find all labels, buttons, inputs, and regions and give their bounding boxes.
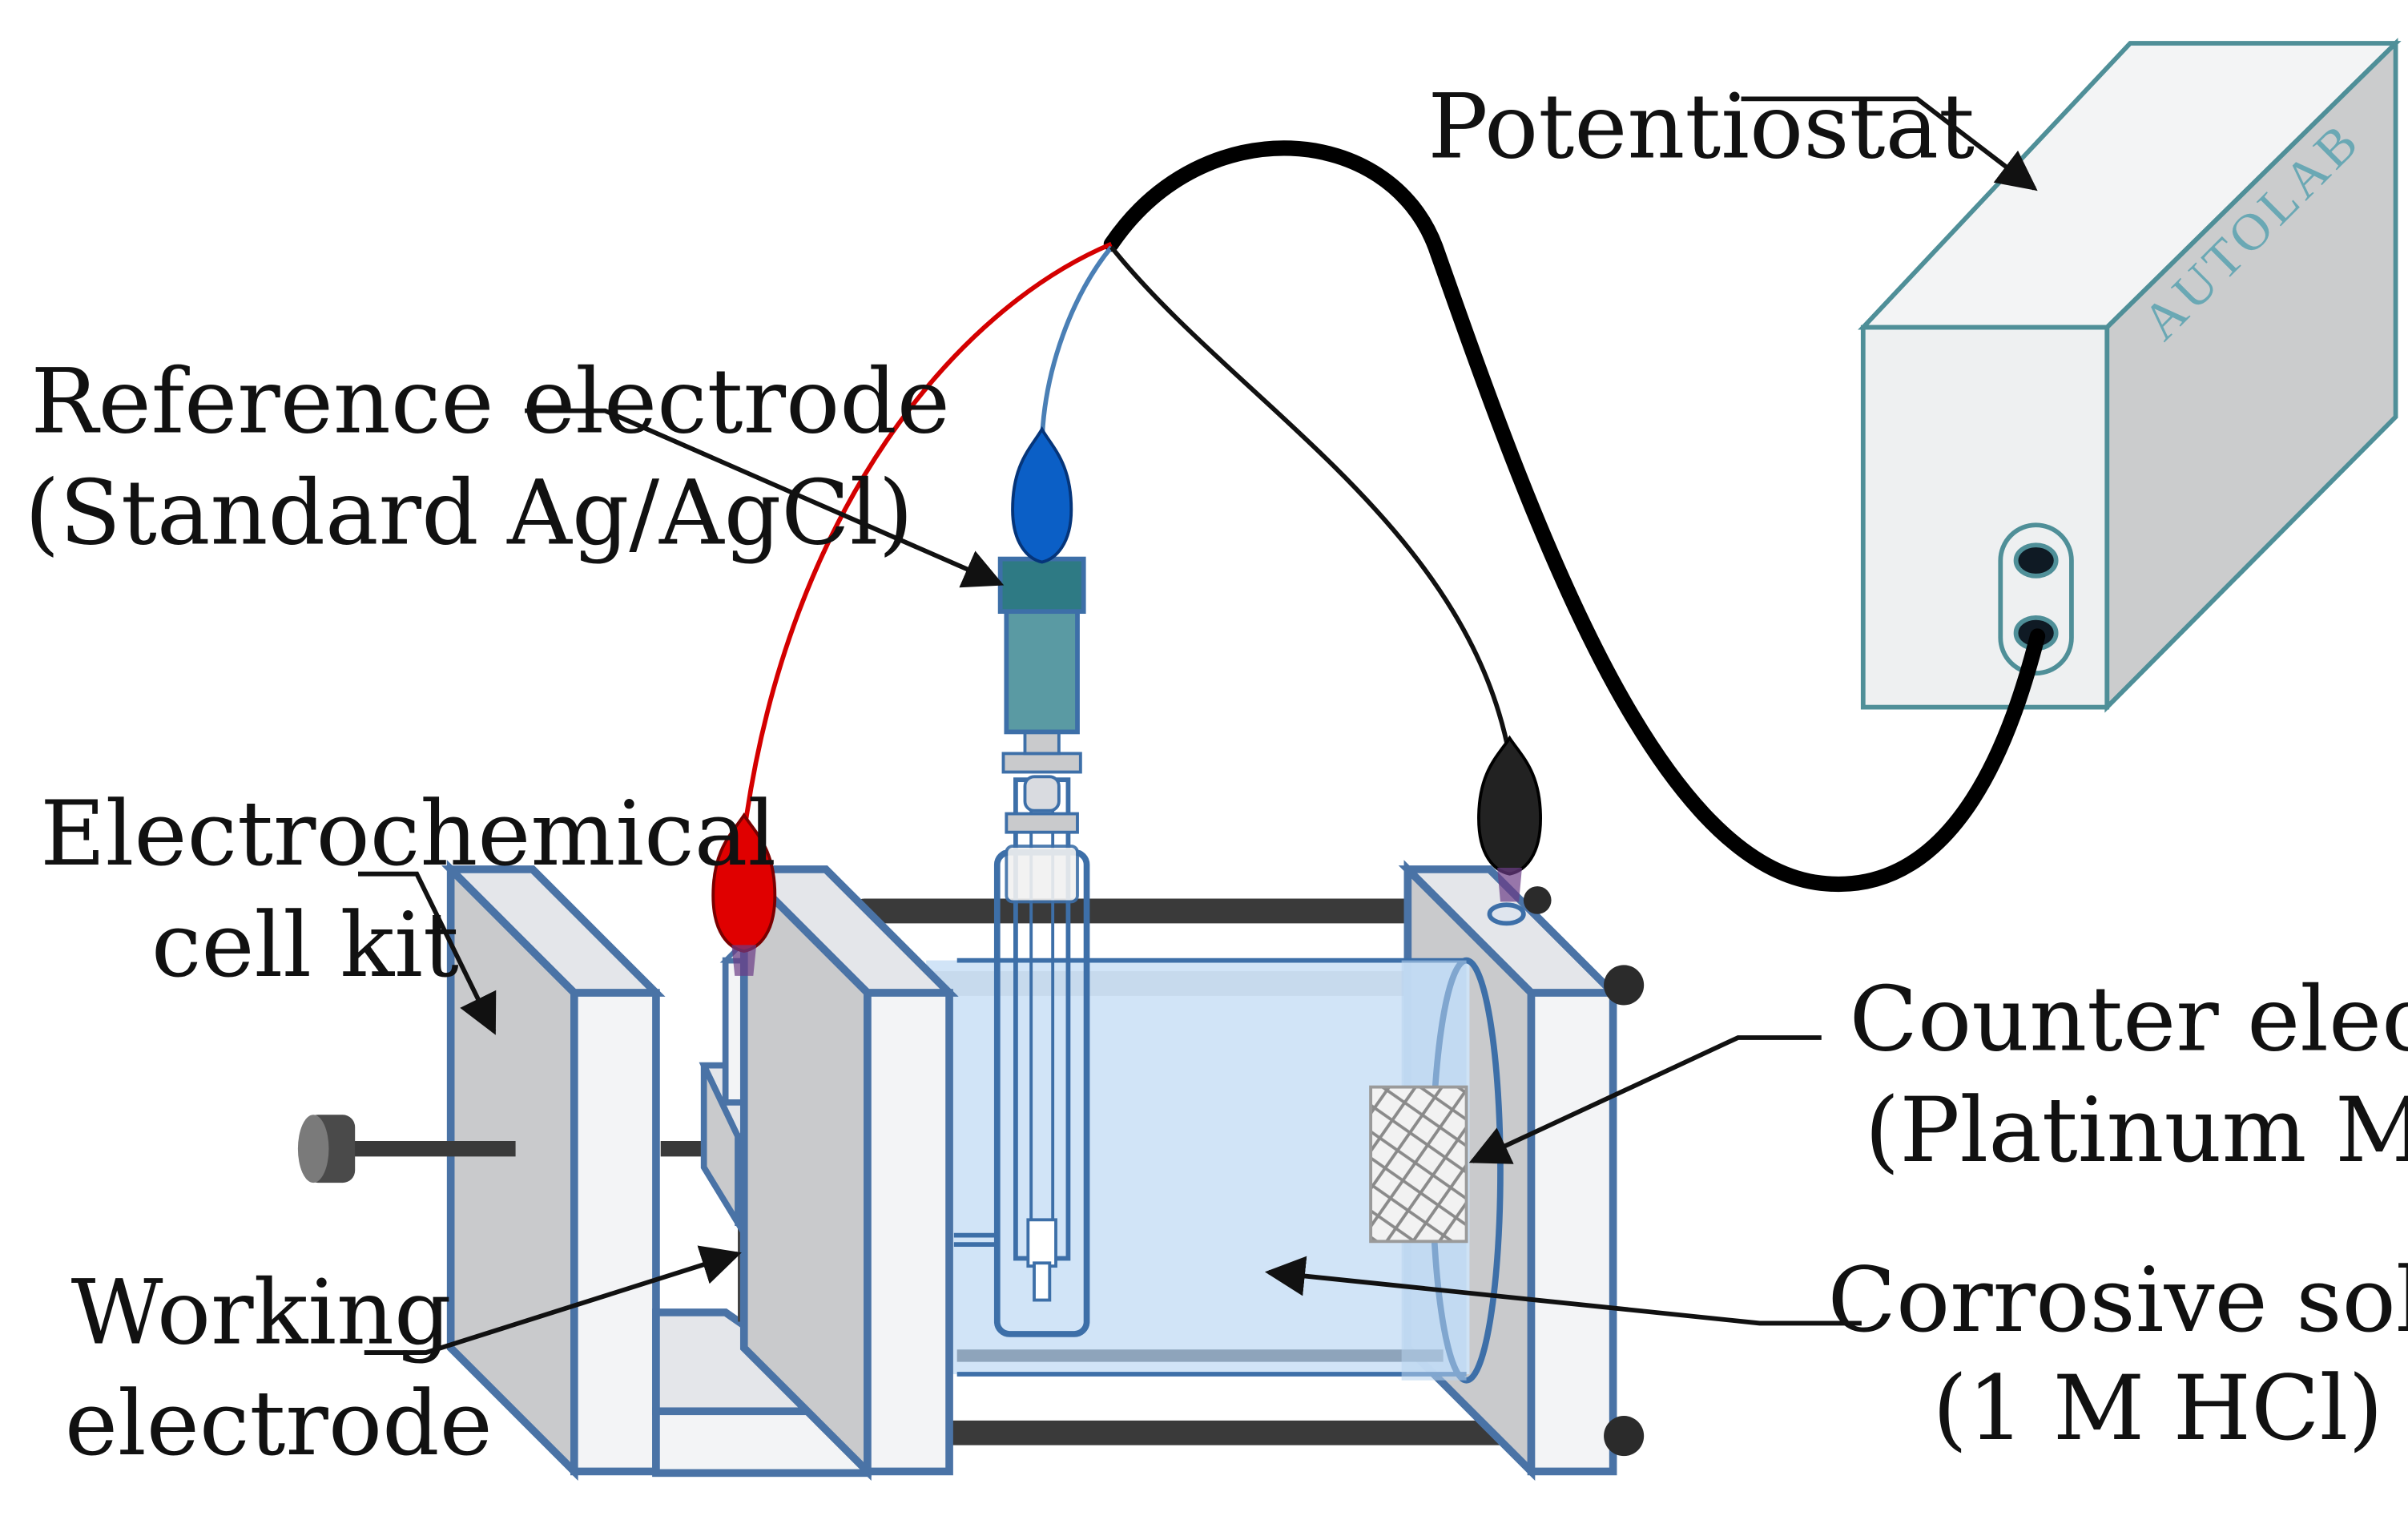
platinum-mesh — [1369, 1085, 1468, 1244]
potentiostat-label: Potentiostat — [1427, 75, 1975, 179]
potentiostat-cables — [741, 140, 2046, 893]
counter-electrode-sublabel: (Platinum Mesh) — [1865, 1078, 2408, 1183]
corrosive-solution-label: Corrosive solution — [1827, 1248, 2408, 1353]
blue-lead-wire — [1039, 245, 1113, 446]
cell-kit-label: Electrochemical — [40, 782, 776, 886]
connector-socket-top[interactable] — [2013, 542, 2059, 579]
main-black-cable — [1103, 140, 2046, 893]
reference-electrode — [953, 556, 1090, 1337]
black-alligator-clip-icon[interactable] — [1477, 735, 1542, 902]
potentiostat-box: AUTOLAB — [1858, 38, 2402, 713]
corrosive-solution-sublabel: (1 M HCl) — [1933, 1357, 2383, 1461]
working-electrode-label: Working — [71, 1260, 452, 1365]
diagram-labels: Potentiostat Reference electrode (Standa… — [25, 75, 2408, 1477]
counter-electrode-label: Counter electrode — [1849, 967, 2408, 1071]
reference-electrode-sublabel: (Standard Ag/AgCl) — [25, 461, 913, 565]
reference-electrode-label: Reference electrode — [31, 350, 950, 454]
blue-alligator-clip-icon[interactable] — [1011, 425, 1073, 564]
right-bolt-lower — [1604, 1416, 1645, 1457]
red-lead-wire — [741, 241, 1113, 834]
cell-kit-sublabel: cell kit — [151, 893, 459, 998]
counter-terminal[interactable] — [1487, 902, 1526, 926]
left-end-plate — [441, 860, 666, 1482]
annotation-leaders — [358, 96, 2038, 1355]
middle-cell-plate — [735, 860, 959, 1482]
right-bolt-upper — [1604, 965, 1645, 1006]
working-electrode-sublabel: electrode — [65, 1372, 493, 1476]
left-tightening-knob[interactable] — [297, 1115, 732, 1183]
black-lead-wire — [1109, 245, 1512, 757]
red-alligator-clip-icon[interactable] — [711, 812, 777, 976]
